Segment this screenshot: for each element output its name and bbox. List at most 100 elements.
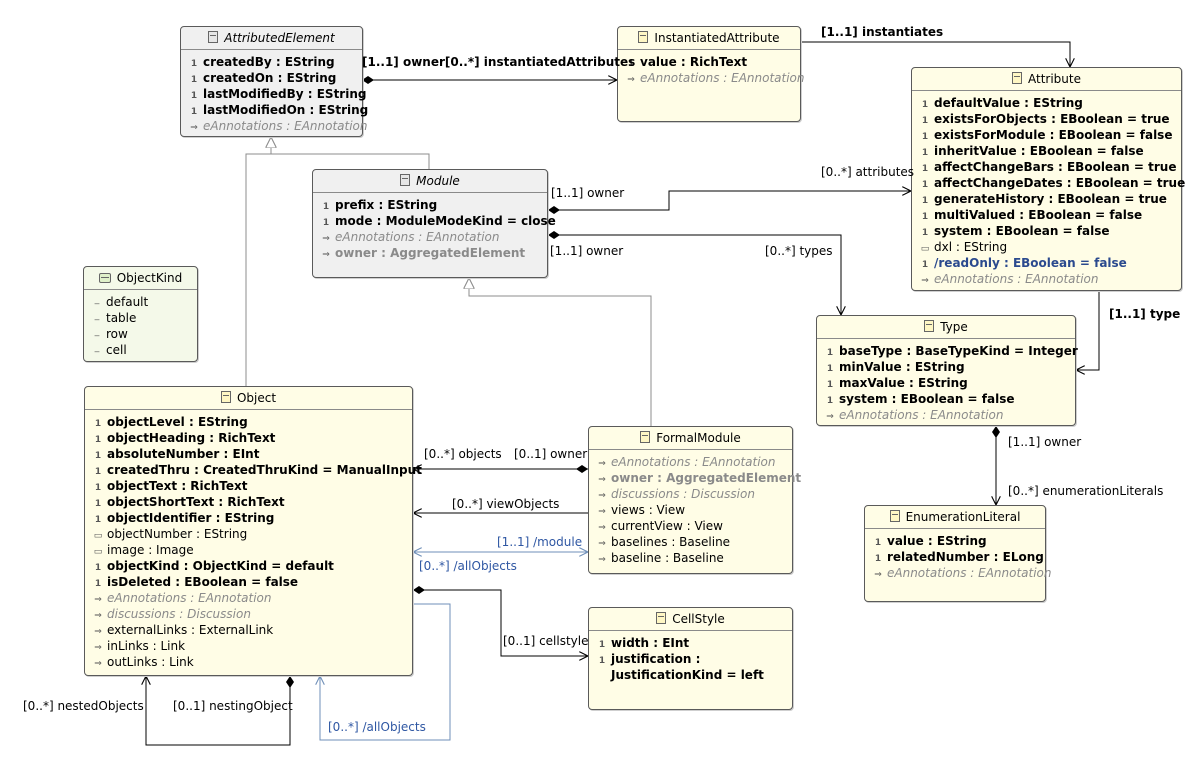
assoc-type — [1076, 291, 1100, 370]
attribute-icon: 𝟭 — [190, 107, 198, 117]
attribute-icon: 𝟭 — [190, 59, 198, 69]
reference-row[interactable]: ⇒owner : AggregatedElement — [596, 470, 801, 486]
reference-row[interactable]: ⇒eAnnotations : EAnnotation — [320, 229, 543, 245]
reference-row[interactable]: ⇒eAnnotations : EAnnotation — [625, 70, 804, 86]
reference-row[interactable]: ⇒owner : AggregatedElement — [320, 245, 543, 261]
attribute-row-continued: JustificationKind = left — [611, 668, 764, 682]
reference-row[interactable]: ⇒baseline : Baseline — [596, 550, 788, 566]
reference-row[interactable]: ⇒inLinks : Link — [92, 638, 408, 654]
reference-icon: ⇒ — [94, 627, 102, 637]
attribute-row[interactable]: ▭image : Image — [92, 542, 408, 558]
label-nested-objects: [0..*] nestedObjects — [23, 699, 144, 713]
label-objects: [0..*] objects — [424, 447, 502, 461]
reference-row[interactable]: ⇒outLinks : Link — [92, 654, 408, 670]
reference-row[interactable]: ⇒eAnnotations : EAnnotation — [824, 407, 1071, 423]
label-instantiates: [1..1] instantiates — [821, 25, 944, 39]
reference-row[interactable]: ⇒discussions : Discussion — [92, 606, 408, 622]
reference-icon: ⇒ — [598, 555, 606, 565]
enum-literal-row[interactable]: ‒default — [91, 294, 193, 310]
enum-literal-row[interactable]: ‒row — [91, 326, 193, 342]
enum-literal-row[interactable]: ‒cell — [91, 342, 193, 358]
attribute-icon: 𝟭 — [94, 515, 102, 525]
attribute-icon: 𝟭 — [322, 202, 330, 212]
reference-row[interactable]: ⇒externalLinks : ExternalLink — [92, 622, 408, 638]
reference-row[interactable]: ⇒eAnnotations : EAnnotation — [919, 271, 1177, 287]
reference-icon: ⇒ — [874, 570, 882, 580]
attribute-icon: 𝟭 — [826, 364, 834, 374]
reference-row[interactable]: ⇒discussions : Discussion — [596, 486, 788, 502]
attribute-row[interactable]: ▭objectNumber : EString — [92, 526, 408, 542]
assoc-attributes — [548, 191, 911, 210]
reference-row[interactable]: ⇒currentView : View — [596, 518, 788, 534]
attribute-icon: 𝟭 — [921, 228, 929, 238]
reference-icon: ⇒ — [598, 507, 606, 517]
reference-icon: ⇒ — [322, 250, 330, 260]
label-all-objects-1: [0..*] /allObjects — [419, 559, 517, 573]
attribute-icon: 𝟭 — [94, 419, 102, 429]
label-module-owner-type: [1..1] owner — [550, 244, 624, 258]
reference-row[interactable]: ⇒baselines : Baseline — [596, 534, 788, 550]
derived-attribute-row[interactable]: 𝟭/readOnly : EBoolean = false — [919, 255, 1177, 271]
class-title: Module — [416, 174, 460, 188]
attribute-icon: 𝟭 — [190, 75, 198, 85]
attribute-icon: 𝟭 — [94, 451, 102, 461]
enum-literal-row[interactable]: ‒table — [91, 310, 193, 326]
class-formal-module[interactable]: FormalModule ⇒eAnnotations : EAnnotation… — [588, 426, 801, 574]
reference-row[interactable]: ⇒views : View — [596, 502, 788, 518]
attribute-row[interactable]: ▭dxl : EString — [919, 239, 1177, 255]
literal-icon: ‒ — [94, 299, 100, 309]
enum-object-kind[interactable]: ObjectKind ‒default ‒table ‒row ‒cell — [83, 266, 198, 362]
reference-row[interactable]: ⇒eAnnotations : EAnnotation — [188, 118, 367, 134]
class-icon — [924, 320, 935, 332]
reference-row[interactable]: ⇒eAnnotations : EAnnotation — [596, 454, 788, 470]
label-nesting-object: [0..1] nestingObject — [173, 699, 293, 713]
reference-row[interactable]: ⇒eAnnotations : EAnnotation — [92, 590, 408, 606]
optional-attribute-icon: ▭ — [93, 547, 103, 557]
reference-row[interactable]: ⇒eAnnotations : EAnnotation — [872, 565, 1051, 581]
reference-icon: ⇒ — [627, 75, 635, 85]
attribute-icon: 𝟭 — [94, 579, 102, 589]
